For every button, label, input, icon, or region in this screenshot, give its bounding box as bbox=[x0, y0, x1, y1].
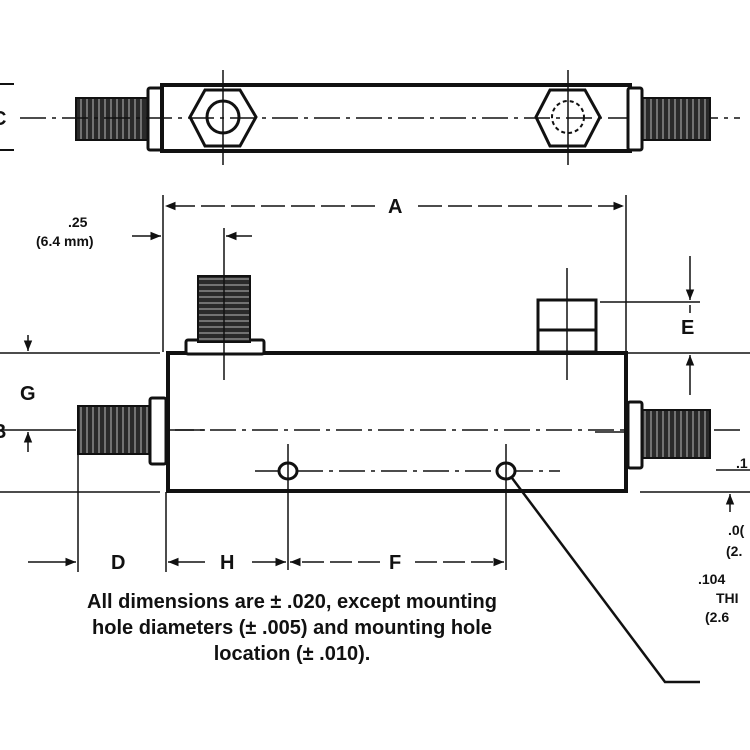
hole-diameter-label: .104 bbox=[698, 571, 725, 587]
side-left-connector-nut bbox=[148, 396, 168, 466]
top-view: C bbox=[0, 70, 740, 165]
dim-g-label: G bbox=[20, 383, 36, 405]
dim-25-mm-label: (6.4 mm) bbox=[36, 233, 94, 249]
left-edge-label-b: B bbox=[0, 421, 6, 443]
hole-mm-label: (2.6 bbox=[705, 609, 729, 625]
top-right-connector-thread bbox=[641, 97, 711, 141]
top-left-connector-nut bbox=[146, 86, 164, 152]
dim-a-label: A bbox=[388, 196, 402, 218]
right-cut-label-1: .1 bbox=[736, 455, 748, 471]
side-left-connector-thread bbox=[77, 405, 153, 455]
left-edge-label-c: C bbox=[0, 108, 6, 130]
side-right-connector-thread bbox=[641, 409, 711, 459]
dim-e-label: E bbox=[681, 317, 694, 339]
dimensions: A .25 (6.4 mm) E G B D H F bbox=[0, 195, 750, 684]
tolerance-note-line-1: All dimensions are ± .020, except mounti… bbox=[87, 591, 497, 613]
side-view bbox=[77, 228, 740, 570]
right-cut-label-2: .0( bbox=[728, 522, 745, 538]
right-cut-label-3: (2. bbox=[726, 543, 742, 559]
dim-25-inch-label: .25 bbox=[68, 214, 88, 230]
dim-d-label: D bbox=[111, 552, 125, 574]
side-view-body bbox=[166, 351, 628, 493]
hole-thru-label: THI bbox=[716, 590, 739, 606]
tolerance-note: All dimensions are ± .020, except mounti… bbox=[87, 591, 497, 665]
dim-h-label: H bbox=[220, 552, 234, 574]
mounting-hole-leader bbox=[511, 477, 700, 684]
top-right-connector-nut bbox=[626, 86, 644, 152]
tolerance-note-line-2: hole diameters (± .005) and mounting hol… bbox=[92, 617, 492, 639]
side-right-connector-nut bbox=[626, 400, 644, 470]
dim-f-label: F bbox=[389, 552, 401, 574]
tolerance-note-line-3: location (± .010). bbox=[214, 643, 371, 665]
top-left-connector-thread bbox=[75, 97, 151, 141]
